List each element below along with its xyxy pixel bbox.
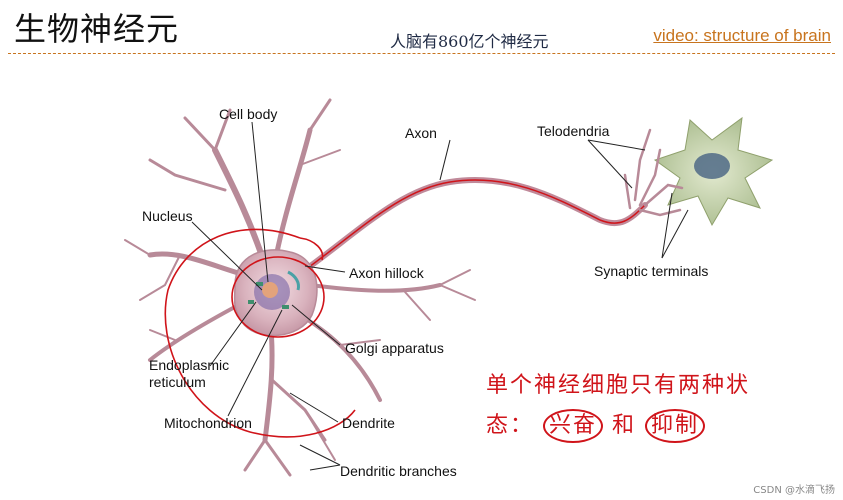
- label-axon-hillock: Axon hillock: [349, 265, 425, 281]
- watermark: CSDN @水滴飞扬: [753, 485, 835, 496]
- axon: [302, 176, 648, 273]
- video-link[interactable]: video: structure of brain: [653, 26, 831, 45]
- label-nucleus: Nucleus: [142, 208, 193, 224]
- page-title: 生物神经元: [14, 10, 180, 48]
- subtitle: 人脑有860亿个神经元: [390, 32, 549, 51]
- note-line-2: 态： 兴奋 和 抑制: [486, 406, 750, 446]
- label-axon: Axon: [405, 125, 437, 141]
- label-endoplasmic: Endoplasmic: [149, 357, 229, 373]
- label-synaptic-terminals: Synaptic terminals: [594, 263, 708, 279]
- note-and: 和: [612, 413, 637, 438]
- label-golgi-apparatus: Golgi apparatus: [345, 340, 444, 356]
- header-divider: [8, 53, 835, 54]
- label-reticulum: reticulum: [149, 374, 206, 390]
- leader-lines: [191, 121, 689, 471]
- label-dendrite: Dendrite: [342, 415, 395, 431]
- label-dendritic-branches: Dendritic branches: [340, 463, 457, 479]
- label-cell-body: Cell body: [219, 106, 277, 122]
- telodendria: [623, 128, 684, 217]
- note-line-1: 单个神经细胞只有两种状: [486, 373, 751, 398]
- cell-body: [233, 249, 318, 337]
- handwritten-note: 单个神经细胞只有两种状 态： 兴奋 和 抑制: [486, 366, 750, 446]
- dendrites: [124, 98, 476, 477]
- target-cell: [653, 116, 774, 227]
- label-mitochondrion: Mitochondrion: [164, 415, 252, 431]
- label-telodendria: Telodendria: [537, 123, 610, 139]
- note-prefix: 态：: [486, 413, 535, 438]
- excite-circled: 兴奋: [543, 409, 604, 443]
- inhibit-circled: 抑制: [645, 409, 706, 443]
- red-annotation-loops: [164, 228, 356, 438]
